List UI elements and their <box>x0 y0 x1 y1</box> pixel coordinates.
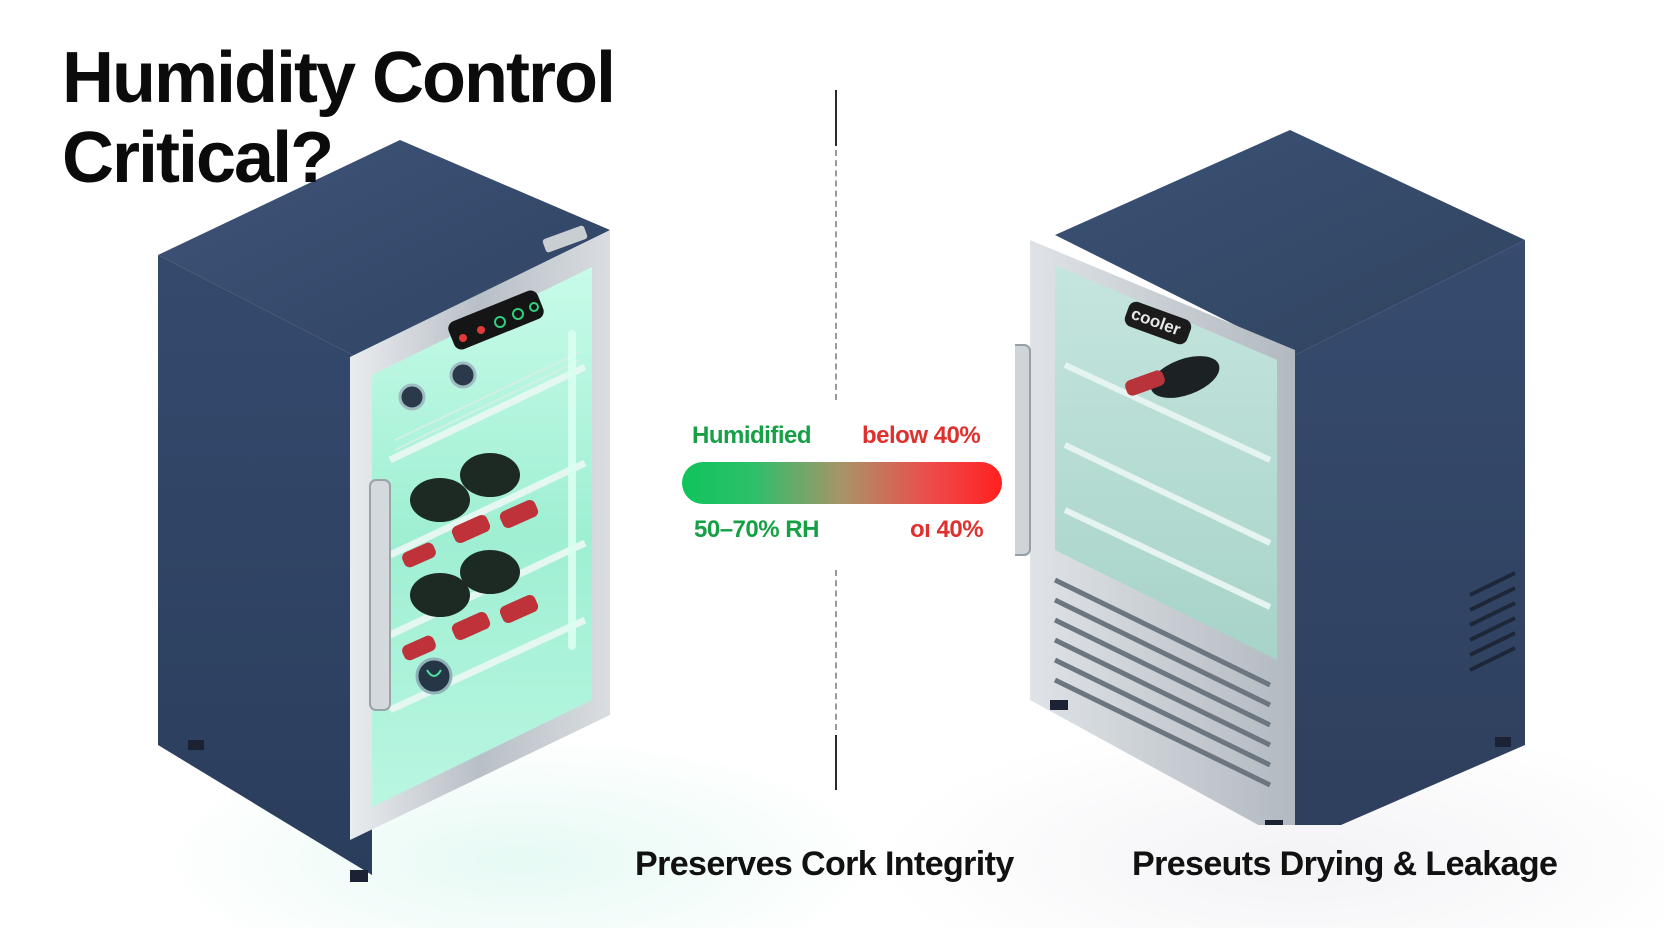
humidified-wine-cooler <box>158 140 610 882</box>
gauge-label-below-40: below 40% <box>862 422 981 449</box>
page-title: Humidity Control Critical? <box>62 38 616 198</box>
caption-preserves-cork: Preserves Cork Integrity <box>635 845 1014 883</box>
title-line-1: Humidity Control <box>62 38 616 118</box>
title-line-2: Critical? <box>62 118 334 198</box>
caption-drying-leakage: Preseuts Drying & Leakage <box>1132 845 1558 883</box>
humidity-gradient-bar <box>682 462 1002 504</box>
humidity-gauge: Humidified below 40% 50–70% RH oı 40% <box>682 420 1002 550</box>
gauge-label-humidified: Humidified <box>692 422 812 449</box>
gauge-label-range: 50–70% RH <box>694 516 819 543</box>
divider-top-solid <box>835 90 837 146</box>
gauge-label-bottom-bad: oı 40% <box>910 516 984 543</box>
divider-dashed-lower <box>835 570 837 730</box>
divider-dashed-upper <box>835 150 837 400</box>
standard-wine-cooler: cooler <box>1015 130 1525 825</box>
divider-bottom-solid <box>835 735 837 790</box>
